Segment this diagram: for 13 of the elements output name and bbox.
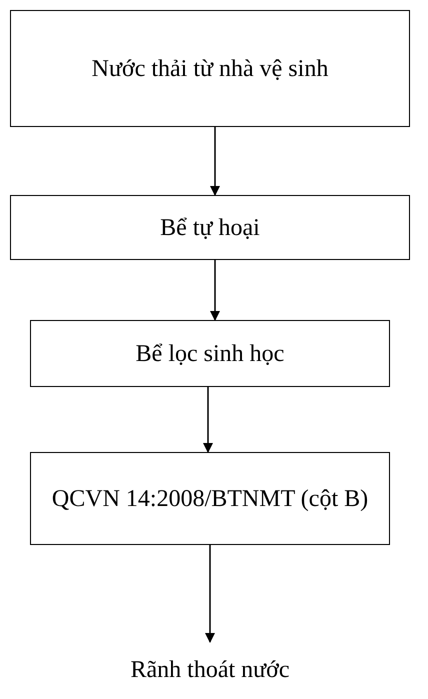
process-box: [30, 320, 390, 387]
box-label: Nước thải từ nhà vệ sinh: [92, 54, 328, 84]
arrow: [210, 260, 220, 321]
box-label: QCVN 14:2008/BTNMT (cột B): [52, 484, 368, 514]
arrow: [203, 387, 213, 453]
process-box: [10, 10, 410, 127]
arrow: [205, 545, 215, 643]
process-box: [30, 452, 390, 545]
process-box: [10, 195, 410, 260]
arrow: [210, 127, 220, 196]
box-label: Bể lọc sinh học: [136, 340, 284, 368]
box-label: Bể tự hoại: [160, 214, 260, 242]
output-label: Rãnh thoát nước: [130, 656, 290, 685]
